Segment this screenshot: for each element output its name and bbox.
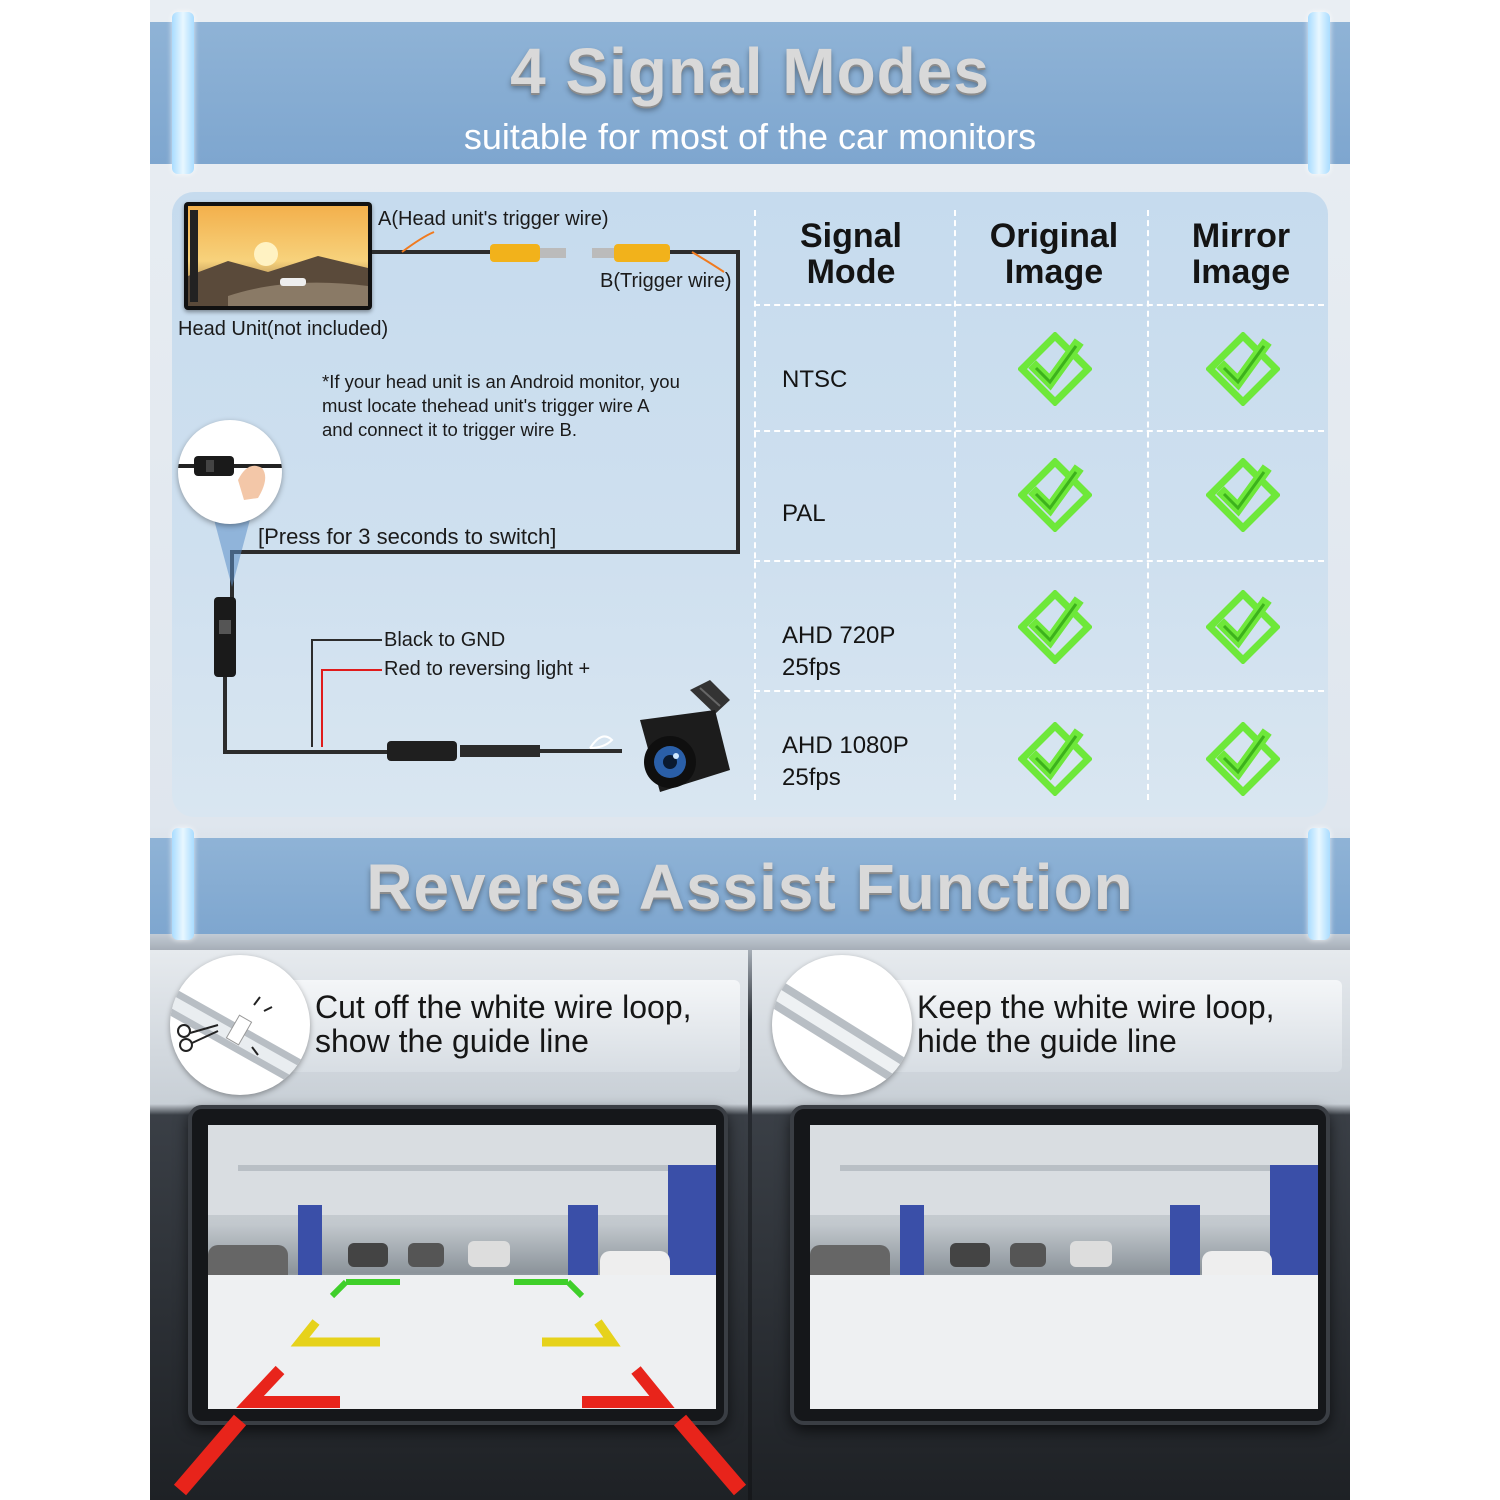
parking-garage-scene — [208, 1125, 716, 1409]
table-rule-2 — [754, 430, 1324, 432]
reverse-assist-banner: Reverse Assist Function — [150, 828, 1350, 940]
parking-garage-view — [208, 1125, 716, 1409]
android-trigger-note: *If your head unit is an Android monitor… — [322, 371, 680, 440]
table-divider-1 — [754, 210, 756, 800]
switch-button-closeup — [178, 420, 282, 524]
table-divider-3 — [1147, 210, 1149, 800]
check-icon — [1018, 590, 1092, 664]
check-icon — [1206, 458, 1280, 532]
wire-loop-closeup — [772, 955, 912, 1095]
row-label-ahd-720p: AHD 720P 25fps — [782, 622, 896, 681]
table-rule-4 — [754, 690, 1324, 692]
wire-loop-icon — [772, 974, 912, 1095]
banner-cap-right — [1308, 12, 1330, 174]
product-infographic: 4 Signal Modes suitable for most of the … — [150, 0, 1350, 1500]
scissors-wire-icon — [170, 985, 310, 1095]
header-mirror-image: Mirror Image — [1191, 217, 1291, 291]
guide-line-off-panel: Keep the white wire loop, hide the guide… — [752, 950, 1350, 1500]
monitor-without-guide-lines — [790, 1105, 1330, 1425]
row-label-pal: PAL — [782, 500, 826, 527]
banner-cap-left — [172, 828, 194, 940]
press-switch-note: [Press for 3 seconds to switch] — [258, 524, 557, 549]
check-icon — [1018, 458, 1092, 532]
head-unit-label: Head Unit(not included) — [178, 318, 389, 340]
reverse-assist-title: Reverse Assist Function — [366, 851, 1134, 923]
left-note: Cut off the white wire loop, show the gu… — [315, 989, 692, 1059]
black-wire-label: Black to GND — [384, 629, 506, 651]
parking-garage-scene — [810, 1125, 1318, 1409]
check-icon — [1206, 590, 1280, 664]
signal-modes-banner: 4 Signal Modes suitable for most of the … — [150, 12, 1350, 174]
page-subtitle: suitable for most of the car monitors — [463, 116, 1037, 157]
check-icon — [1206, 722, 1280, 796]
backup-camera-image — [640, 680, 730, 792]
table-rule-3 — [754, 560, 1324, 562]
header-signal-mode: Signal Mode — [799, 217, 903, 291]
row-label-ntsc: NTSC — [782, 366, 848, 393]
page-title: 4 Signal Modes — [510, 35, 990, 107]
red-wire-label: Red to reversing light + — [384, 658, 591, 680]
head-unit-image — [184, 202, 372, 310]
parking-garage-view — [810, 1125, 1318, 1409]
check-icon — [1206, 332, 1280, 406]
table-divider-2 — [954, 210, 956, 800]
cut-wire-closeup — [170, 955, 310, 1095]
wiring-diagram — [212, 231, 740, 761]
label-b: B(Trigger wire) — [600, 270, 732, 292]
right-note: Keep the white wire loop, hide the guide… — [917, 989, 1275, 1059]
finger-press-icon — [178, 456, 282, 500]
table-rule-1 — [754, 304, 1324, 306]
check-icon — [1018, 722, 1092, 796]
banner-cap-right — [1308, 828, 1330, 940]
guide-line-on-panel: Cut off the white wire loop, show the gu… — [150, 950, 748, 1500]
sunset-landscape-icon — [188, 206, 368, 306]
check-icon — [1018, 332, 1092, 406]
label-a: A(Head unit's trigger wire) — [378, 208, 609, 230]
banner-cap-left — [172, 12, 194, 174]
header-original-image: Original Image — [989, 217, 1119, 291]
parking-guide-lines — [173, 1279, 747, 1496]
row-label-ahd-1080p: AHD 1080P 25fps — [782, 732, 909, 791]
signal-modes-panel: A(Head unit's trigger wire) B(Trigger wi… — [172, 192, 1328, 817]
